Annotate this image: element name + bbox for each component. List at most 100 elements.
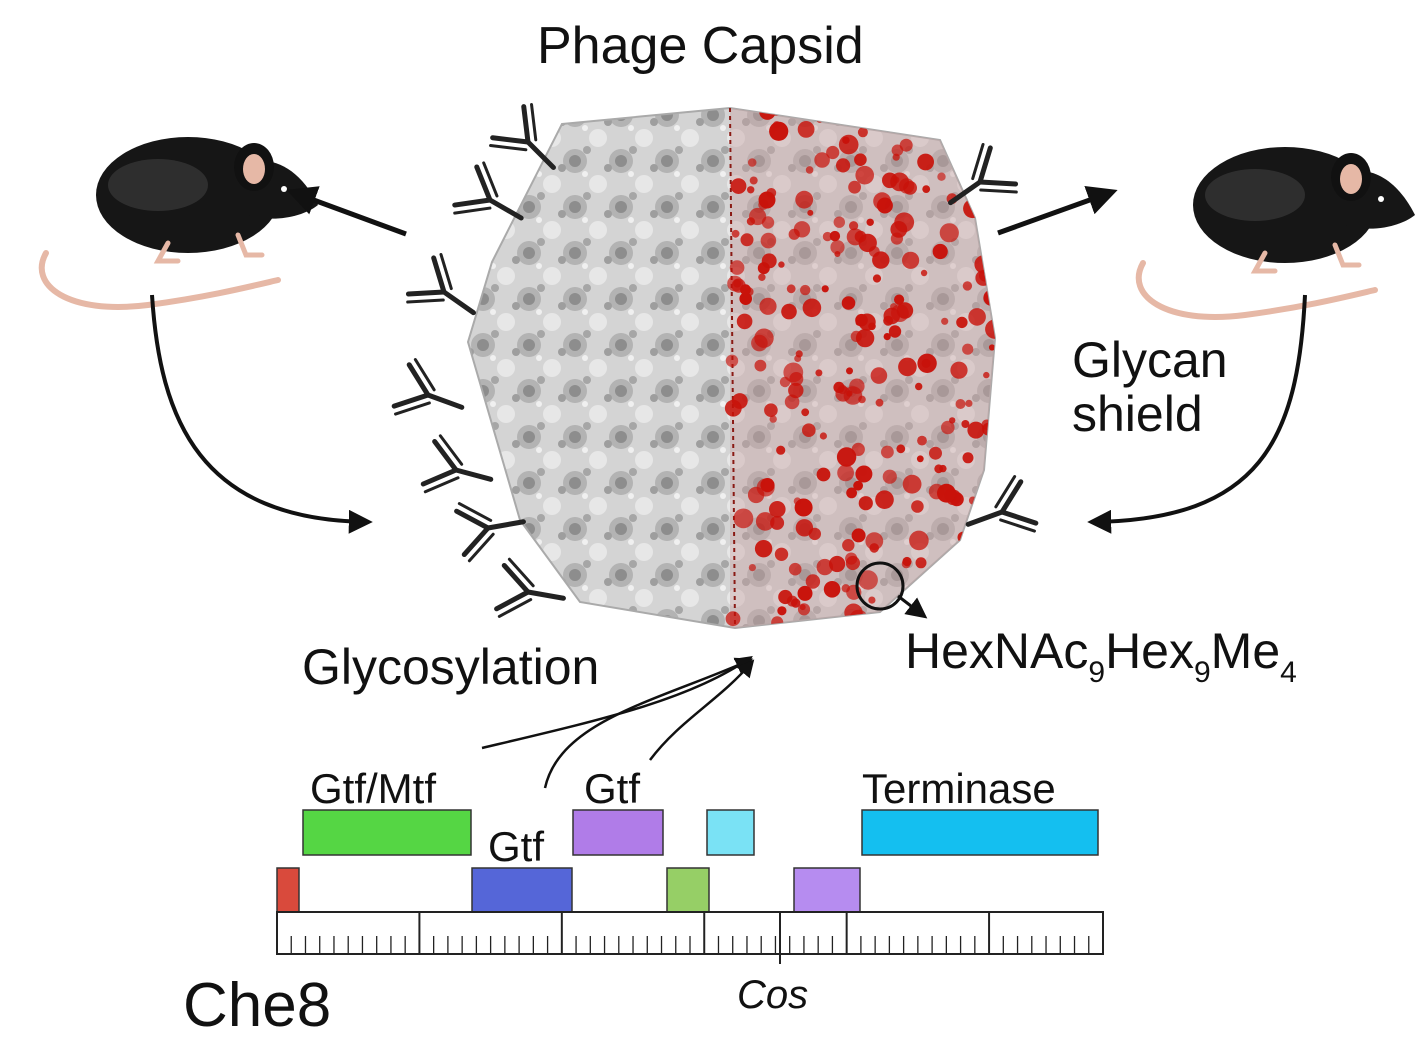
glycan-dot: [987, 108, 995, 112]
arrow-gene-to-capsid-3: [649, 659, 755, 761]
formula-part: HexNAc: [905, 623, 1089, 679]
glycan-dot: [829, 555, 846, 573]
glycan-dot: [922, 185, 931, 194]
glycan-dot: [901, 108, 915, 113]
glycan-dot: [725, 354, 739, 367]
glycan-dot: [985, 251, 994, 259]
glycan-dot: [846, 487, 857, 499]
glycan-dot: [784, 394, 800, 410]
glycan-dot: [771, 616, 784, 628]
glycan-dot: [941, 420, 955, 435]
glycan-dot: [751, 334, 768, 352]
glycan-dot: [968, 308, 986, 326]
glycan-dot: [797, 120, 815, 138]
glycan-dot: [896, 444, 906, 454]
glycan-dot: [894, 294, 905, 305]
glycan-dot: [749, 176, 758, 185]
glycan-dot: [736, 313, 753, 330]
glycan-dot: [975, 270, 992, 286]
glycan-dot: [794, 355, 802, 362]
glycan-dot: [892, 153, 900, 161]
glycan-dot: [846, 390, 853, 397]
glycan-dot: [788, 228, 800, 240]
glycan-dot: [988, 344, 995, 351]
glycan-dot: [842, 136, 850, 144]
glycan-dot: [806, 626, 814, 628]
glycan-dot: [959, 122, 975, 138]
phage-name-label: Che8: [183, 971, 332, 1040]
glycan-dot: [769, 501, 786, 518]
glycan-dot: [858, 233, 877, 253]
glycan-dot: [778, 589, 793, 605]
formula-subscript: 9: [1088, 656, 1106, 689]
glycan-dot: [865, 532, 884, 550]
glycan-dot: [914, 108, 923, 117]
phage-capsid-icon: [466, 106, 997, 630]
glycan-dot: [754, 540, 773, 558]
glycan-dot: [902, 474, 922, 494]
gene-red-block: [276, 867, 300, 913]
mouse-right-icon: [1139, 147, 1415, 317]
glycan-dot: [724, 399, 742, 417]
arrow-to-left-mouse: [286, 186, 407, 237]
mouse-left-icon: [42, 137, 318, 307]
formula-part: Hex: [1105, 623, 1194, 679]
glycan-dot: [829, 230, 841, 242]
arrow-gene-to-capsid-2: [543, 657, 754, 789]
glycan-dot: [849, 609, 868, 628]
glycan-dot: [986, 194, 995, 203]
glycan-dot: [797, 585, 813, 601]
glycan-dot: [833, 216, 845, 228]
glycan-dot: [739, 292, 752, 306]
glycan-dot: [932, 243, 948, 260]
glycan-dot: [816, 558, 833, 576]
formula-subscript: 9: [1193, 656, 1211, 689]
glycan-dot: [849, 221, 859, 231]
glycan-dot: [954, 118, 961, 125]
glycan-dot: [853, 480, 863, 491]
glycan-dot: [795, 190, 814, 209]
glycan-dot: [793, 497, 802, 505]
glycan-dot: [807, 209, 814, 216]
glycan-dot: [872, 251, 890, 269]
glycan-dot: [923, 590, 930, 598]
glycan-dot: [758, 273, 766, 281]
glycan-dot: [755, 512, 775, 531]
glycan-dot: [774, 547, 789, 561]
glycan-dot: [816, 467, 831, 482]
glycan-dot: [760, 478, 775, 493]
glycan-dot: [855, 313, 868, 327]
glycan-dot: [760, 232, 777, 249]
glycan-dot: [830, 240, 845, 255]
glycan-dot: [917, 353, 937, 373]
glycan-dot: [795, 519, 814, 537]
arrow-left-return: [150, 294, 373, 534]
glycan-dot: [836, 158, 851, 173]
glycan-dot: [872, 274, 882, 283]
glycan-dot: [747, 186, 755, 194]
glycan-dot: [939, 223, 959, 243]
glycan-dot: [915, 382, 923, 391]
gene-green-small-block: [666, 867, 710, 913]
gene-label-gtf-lower: Gtf: [488, 823, 545, 870]
glycan-dot: [769, 415, 777, 423]
glycan-dot: [956, 316, 968, 329]
glycan-dot: [916, 455, 924, 463]
glycan-dot: [950, 361, 968, 379]
glycan-dot: [869, 617, 884, 628]
gene-terminase-block: [861, 809, 1099, 856]
glycan-dot: [855, 108, 864, 115]
glycan-dot: [733, 508, 754, 529]
glycan-dot: [836, 447, 857, 467]
gene-label-gtf-mtf: Gtf/Mtf: [310, 765, 436, 812]
glycan-dot: [890, 172, 909, 192]
glycan-dot: [965, 399, 973, 407]
glycan-dot: [948, 600, 961, 612]
glycan-dot: [730, 178, 747, 195]
glycan-dot: [754, 359, 767, 372]
glycan-dot: [725, 611, 741, 627]
gene-purple-small-block: [793, 867, 861, 913]
glycan-dot: [962, 281, 973, 291]
glycan-dot: [733, 279, 742, 288]
